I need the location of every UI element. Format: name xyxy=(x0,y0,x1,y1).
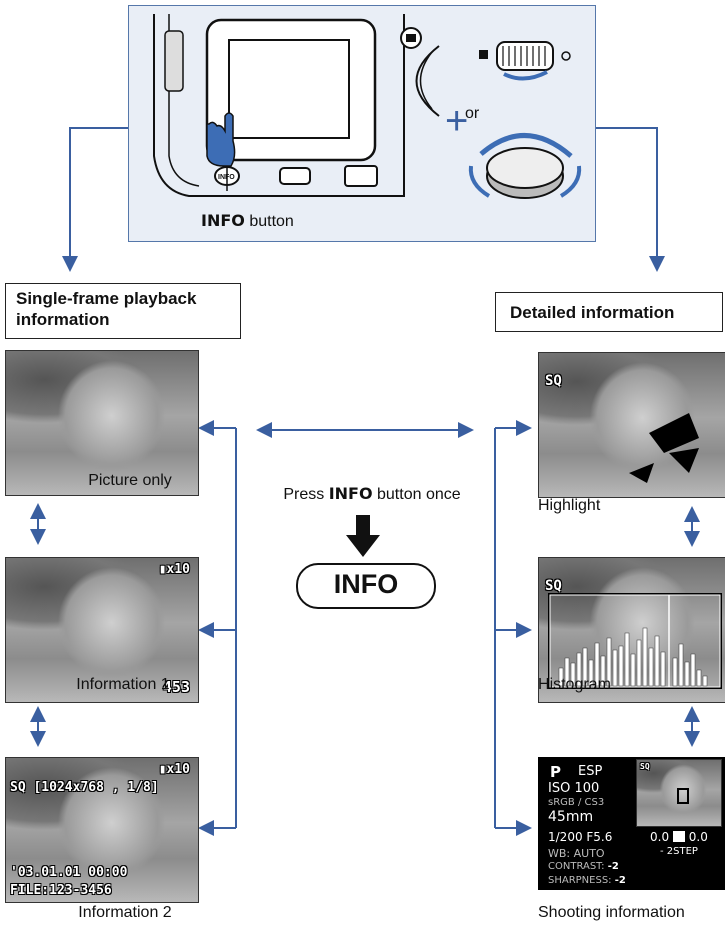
flash-comp-icon xyxy=(672,831,685,842)
frame-shooting-information: SQ P ESP ISO 100 sRGB / CS3 45mm 1/200 F… xyxy=(538,757,725,890)
info-button-caption: INFO button xyxy=(201,211,294,231)
caption-histogram: Histogram xyxy=(538,676,611,693)
frame-information-2: ▮x10 SQ [1024x768 , 1/8] '03.01.01 00:00… xyxy=(5,757,199,903)
press-suffix: button once xyxy=(372,486,461,503)
resolution-label: [1024x768 , 1/8] xyxy=(33,780,159,795)
iso-value: ISO 100 xyxy=(548,781,600,796)
press-bold: INFO xyxy=(328,484,373,503)
frame-count: 453 xyxy=(162,678,190,696)
press-instruction: Press INFO button once xyxy=(262,484,482,504)
quality-label: SQ xyxy=(545,373,562,389)
file-number: FILE:123-3456 xyxy=(10,883,112,898)
frame-picture-only xyxy=(5,350,199,496)
exposure-compensation-value: 0.0 xyxy=(650,830,670,844)
quality-label: SQ xyxy=(640,762,650,771)
metering-mode: ESP xyxy=(578,764,603,779)
frame-information-1: ▮x10 453 xyxy=(5,557,199,703)
color-space: sRGB / CS3 xyxy=(548,797,605,808)
bracket-step: - 2STEP xyxy=(660,846,698,857)
down-arrow-icon xyxy=(346,515,380,557)
press-prefix: Press xyxy=(283,486,329,503)
white-balance: WB: AUTO xyxy=(548,847,605,860)
info-button-caption-bold: INFO xyxy=(201,211,245,230)
frame-histogram: SQ xyxy=(538,557,725,703)
sharpness-setting: SHARPNESS: -2 xyxy=(548,875,626,886)
battery-indicator: ▮x10 xyxy=(158,562,190,577)
contrast-setting: CONTRAST: -2 xyxy=(548,861,619,872)
sharpness-label: SHARPNESS: xyxy=(548,875,612,886)
left-column-title: Single-frame playback information xyxy=(5,283,241,339)
histogram-overlay xyxy=(548,593,722,689)
shooting-info-thumbnail: SQ xyxy=(636,759,722,827)
contrast-value: -2 xyxy=(607,861,619,872)
quality-label: SQ xyxy=(545,578,562,594)
sharpness-value: -2 xyxy=(614,875,626,886)
caption-information-2: Information 2 xyxy=(78,904,172,921)
exposure-compensation: 0.0 0.0 xyxy=(650,830,708,844)
date-time: '03.01.01 00:00 xyxy=(10,865,128,880)
flash-compensation-value: 0.0 xyxy=(688,830,708,844)
camera-illustration-panel: INFO + or INFO button xyxy=(128,5,596,242)
camera-back-illustration: INFO + xyxy=(153,14,582,199)
plus-sign: + xyxy=(445,99,468,143)
quality-label: SQ xyxy=(10,780,26,795)
caption-shooting-information: Shooting information xyxy=(538,904,685,921)
quality-resolution: SQ [1024x768 , 1/8] xyxy=(10,780,159,795)
highlight-blackout-areas xyxy=(629,413,699,483)
right-column-title: Detailed information xyxy=(495,292,723,332)
battery-indicator: ▮x10 xyxy=(158,762,190,777)
contrast-label: CONTRAST: xyxy=(548,861,605,872)
exposure-mode: P xyxy=(550,763,561,781)
info-button-caption-rest: button xyxy=(244,213,294,230)
af-frame-icon xyxy=(677,788,689,804)
caption-information-1: Information 1 xyxy=(76,676,170,693)
or-label: or xyxy=(465,105,480,122)
caption-highlight: Highlight xyxy=(538,497,601,514)
focal-length: 45mm xyxy=(548,809,594,825)
info-button[interactable]: INFO xyxy=(296,563,436,609)
caption-picture-only: Picture only xyxy=(88,472,172,489)
frame-highlight: SQ xyxy=(538,352,725,498)
shutter-aperture: 1/200 F5.6 xyxy=(548,830,613,844)
